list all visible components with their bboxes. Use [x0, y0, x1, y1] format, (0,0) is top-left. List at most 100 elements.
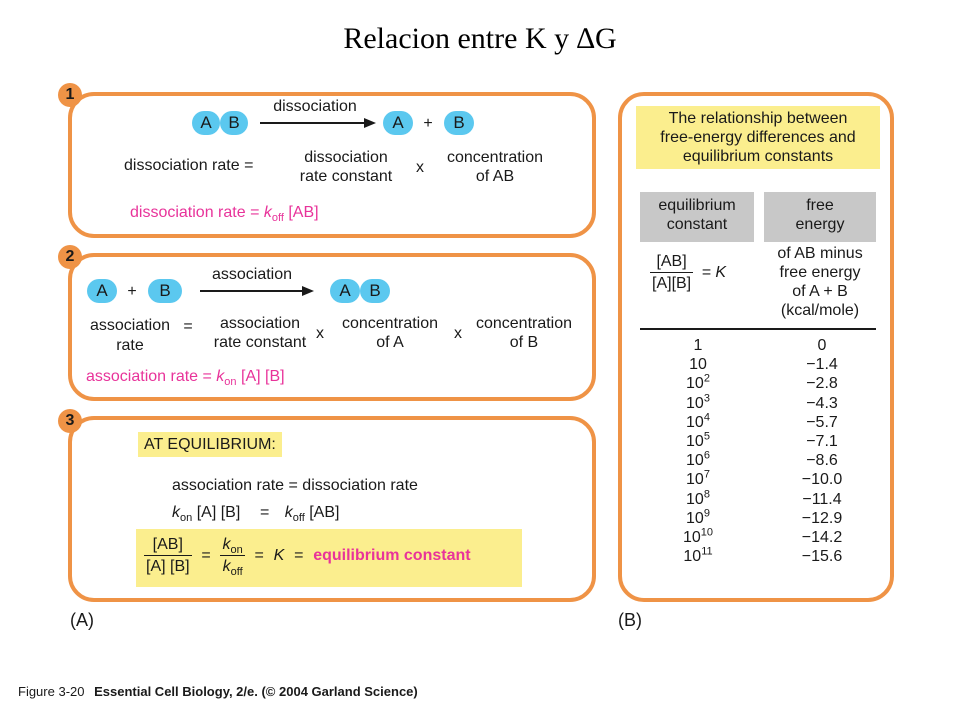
table-cell-energy: −5.7: [806, 414, 838, 431]
page-title: Relacion entre K y ∆G: [343, 22, 617, 55]
energy-description-line: free energy: [779, 264, 861, 281]
formula-fraction: [AB] [A][B]: [650, 252, 694, 293]
constant-exponent: 6: [703, 449, 710, 462]
table-cell-constant: 10: [668, 355, 728, 374]
constant-exponent: 4: [703, 411, 710, 424]
association-rate-line2: rate: [116, 337, 144, 354]
dissociation-arrow-label: dissociation: [273, 98, 357, 115]
table-cell-energy: −15.6: [801, 548, 843, 565]
association-rate-constant-line2: rate constant: [213, 334, 307, 351]
step-number-2: 2: [58, 245, 82, 269]
table-cell-constant: 102: [668, 373, 728, 393]
fraction-denominator: [A][B]: [652, 275, 692, 292]
times-sign: x: [316, 325, 324, 342]
constant-base: 1: [693, 337, 703, 354]
equals-sign: =: [260, 504, 270, 521]
panel-a-label: (A): [70, 610, 94, 630]
table-cell-constant: 1: [668, 336, 728, 355]
equilibrium-panel: [68, 416, 596, 602]
equilibrium-header: AT EQUILIBRIUM:: [138, 432, 282, 457]
table-cell-constant: 107: [668, 468, 728, 489]
constant-exponent: 5: [703, 430, 710, 443]
off-subscript: off: [292, 512, 305, 525]
constant-base: 10: [686, 433, 704, 450]
step-number-1: 1: [58, 83, 82, 107]
equals-sign: =: [201, 547, 211, 564]
dissociation-rate-constant-line1: dissociation: [304, 149, 388, 166]
constant-base: 10: [686, 452, 704, 469]
association-arrow-label: association: [211, 266, 293, 283]
fraction-numerator: [AB]: [144, 535, 192, 556]
on-subscript: on: [180, 512, 193, 525]
association-rate-formula: association rate = kon [A] [B]: [86, 368, 285, 389]
formula-prefix: dissociation rate =: [130, 204, 264, 221]
table-divider: [640, 328, 876, 330]
constant-base: 10: [686, 395, 704, 412]
constant-exponent: 11: [701, 545, 713, 558]
equilibrium-equation: [AB] [A] [B] = kon koff = K = equilibriu…: [144, 535, 471, 579]
formula-prefix: association rate =: [86, 368, 217, 385]
table-cell-constant: 103: [668, 392, 728, 413]
equals-sign: =: [183, 318, 193, 335]
rate-constant-symbol: k: [216, 368, 225, 385]
table-cell-energy: −12.9: [801, 510, 843, 527]
molecule-b: B: [444, 111, 474, 135]
fraction-denominator: [A] [B]: [146, 558, 190, 575]
molecule-a: A: [330, 279, 360, 303]
table-cell-energy: −1.4: [806, 356, 838, 373]
constant-base: 10: [689, 356, 707, 373]
equilibrium-constant-box: [AB] [A] [B] = kon koff = K = equilibriu…: [136, 529, 522, 587]
equals-k: = K: [701, 264, 727, 281]
table-title-line: free-energy differences and: [660, 129, 856, 146]
column-header-line: equilibrium: [658, 197, 736, 214]
equilibrium-constant-symbol: K: [273, 547, 285, 564]
table-cell-energy: −14.2: [801, 529, 843, 546]
ab-concentrations: [A] [B]: [192, 504, 241, 521]
association-arrow: [200, 286, 314, 296]
concentration-b-line2: of B: [509, 334, 539, 351]
constant-exponent: 3: [703, 392, 710, 405]
fraction-denominator: koff: [220, 556, 244, 579]
on-subscript: on: [224, 376, 237, 389]
figure-source: Essential Cell Biology, 2/e. (© 2004 Gar…: [94, 684, 418, 699]
rate-constant-fraction: kon koff: [220, 535, 245, 579]
molecule-b: B: [148, 279, 182, 303]
molecule-b: B: [220, 111, 248, 135]
energy-description-line: (kcal/mole): [780, 302, 860, 319]
column-header-line: constant: [666, 216, 728, 233]
molecule-a: A: [192, 111, 220, 135]
ab-concentration: [AB]: [304, 504, 340, 521]
on-subscript: on: [230, 544, 243, 557]
concentration-ab-line2: of AB: [475, 168, 515, 185]
table-cell-constant: 1011: [668, 545, 728, 566]
concentration-ab-line1: concentration: [446, 149, 544, 166]
free-energy-table-panel: [618, 92, 894, 602]
column-header-constant: equilibrium constant: [640, 192, 754, 242]
energy-description-line: of A + B: [792, 283, 848, 300]
table-cell-energy: 0: [817, 337, 827, 354]
table-cell-energy: −7.1: [806, 433, 838, 450]
off-subscript: off: [230, 566, 243, 579]
equilibrium-rate-equation: kon [A] [B] =koff [AB]: [172, 503, 340, 525]
table-cell-constant: 105: [668, 430, 728, 451]
k-symbol: k: [284, 504, 293, 521]
table-cell-constant: 109: [668, 508, 728, 528]
constant-exponent: 7: [703, 468, 710, 481]
concentration-a-line1: concentration: [341, 315, 439, 332]
formula-suffix: [AB]: [283, 204, 319, 221]
table-cell-energy: −4.3: [806, 395, 838, 412]
figure-number: Figure 3-20: [18, 684, 85, 699]
table-cell-constant: 104: [668, 411, 728, 432]
step-number-3: 3: [58, 409, 82, 433]
equilibrium-formula: [AB] [A][B] = K: [650, 252, 726, 293]
association-rate-constant-line1: association: [219, 315, 301, 332]
constant-exponent: 10: [700, 526, 714, 539]
table-title: The relationship between free-energy dif…: [636, 106, 880, 169]
rate-constant-symbol: k: [263, 204, 272, 221]
association-panel: [68, 253, 596, 401]
k-symbol: k: [222, 536, 231, 553]
concentration-b-line1: concentration: [475, 315, 573, 332]
k-symbol: k: [222, 558, 231, 575]
k-symbol: k: [172, 504, 180, 521]
constant-exponent: 8: [703, 488, 710, 501]
